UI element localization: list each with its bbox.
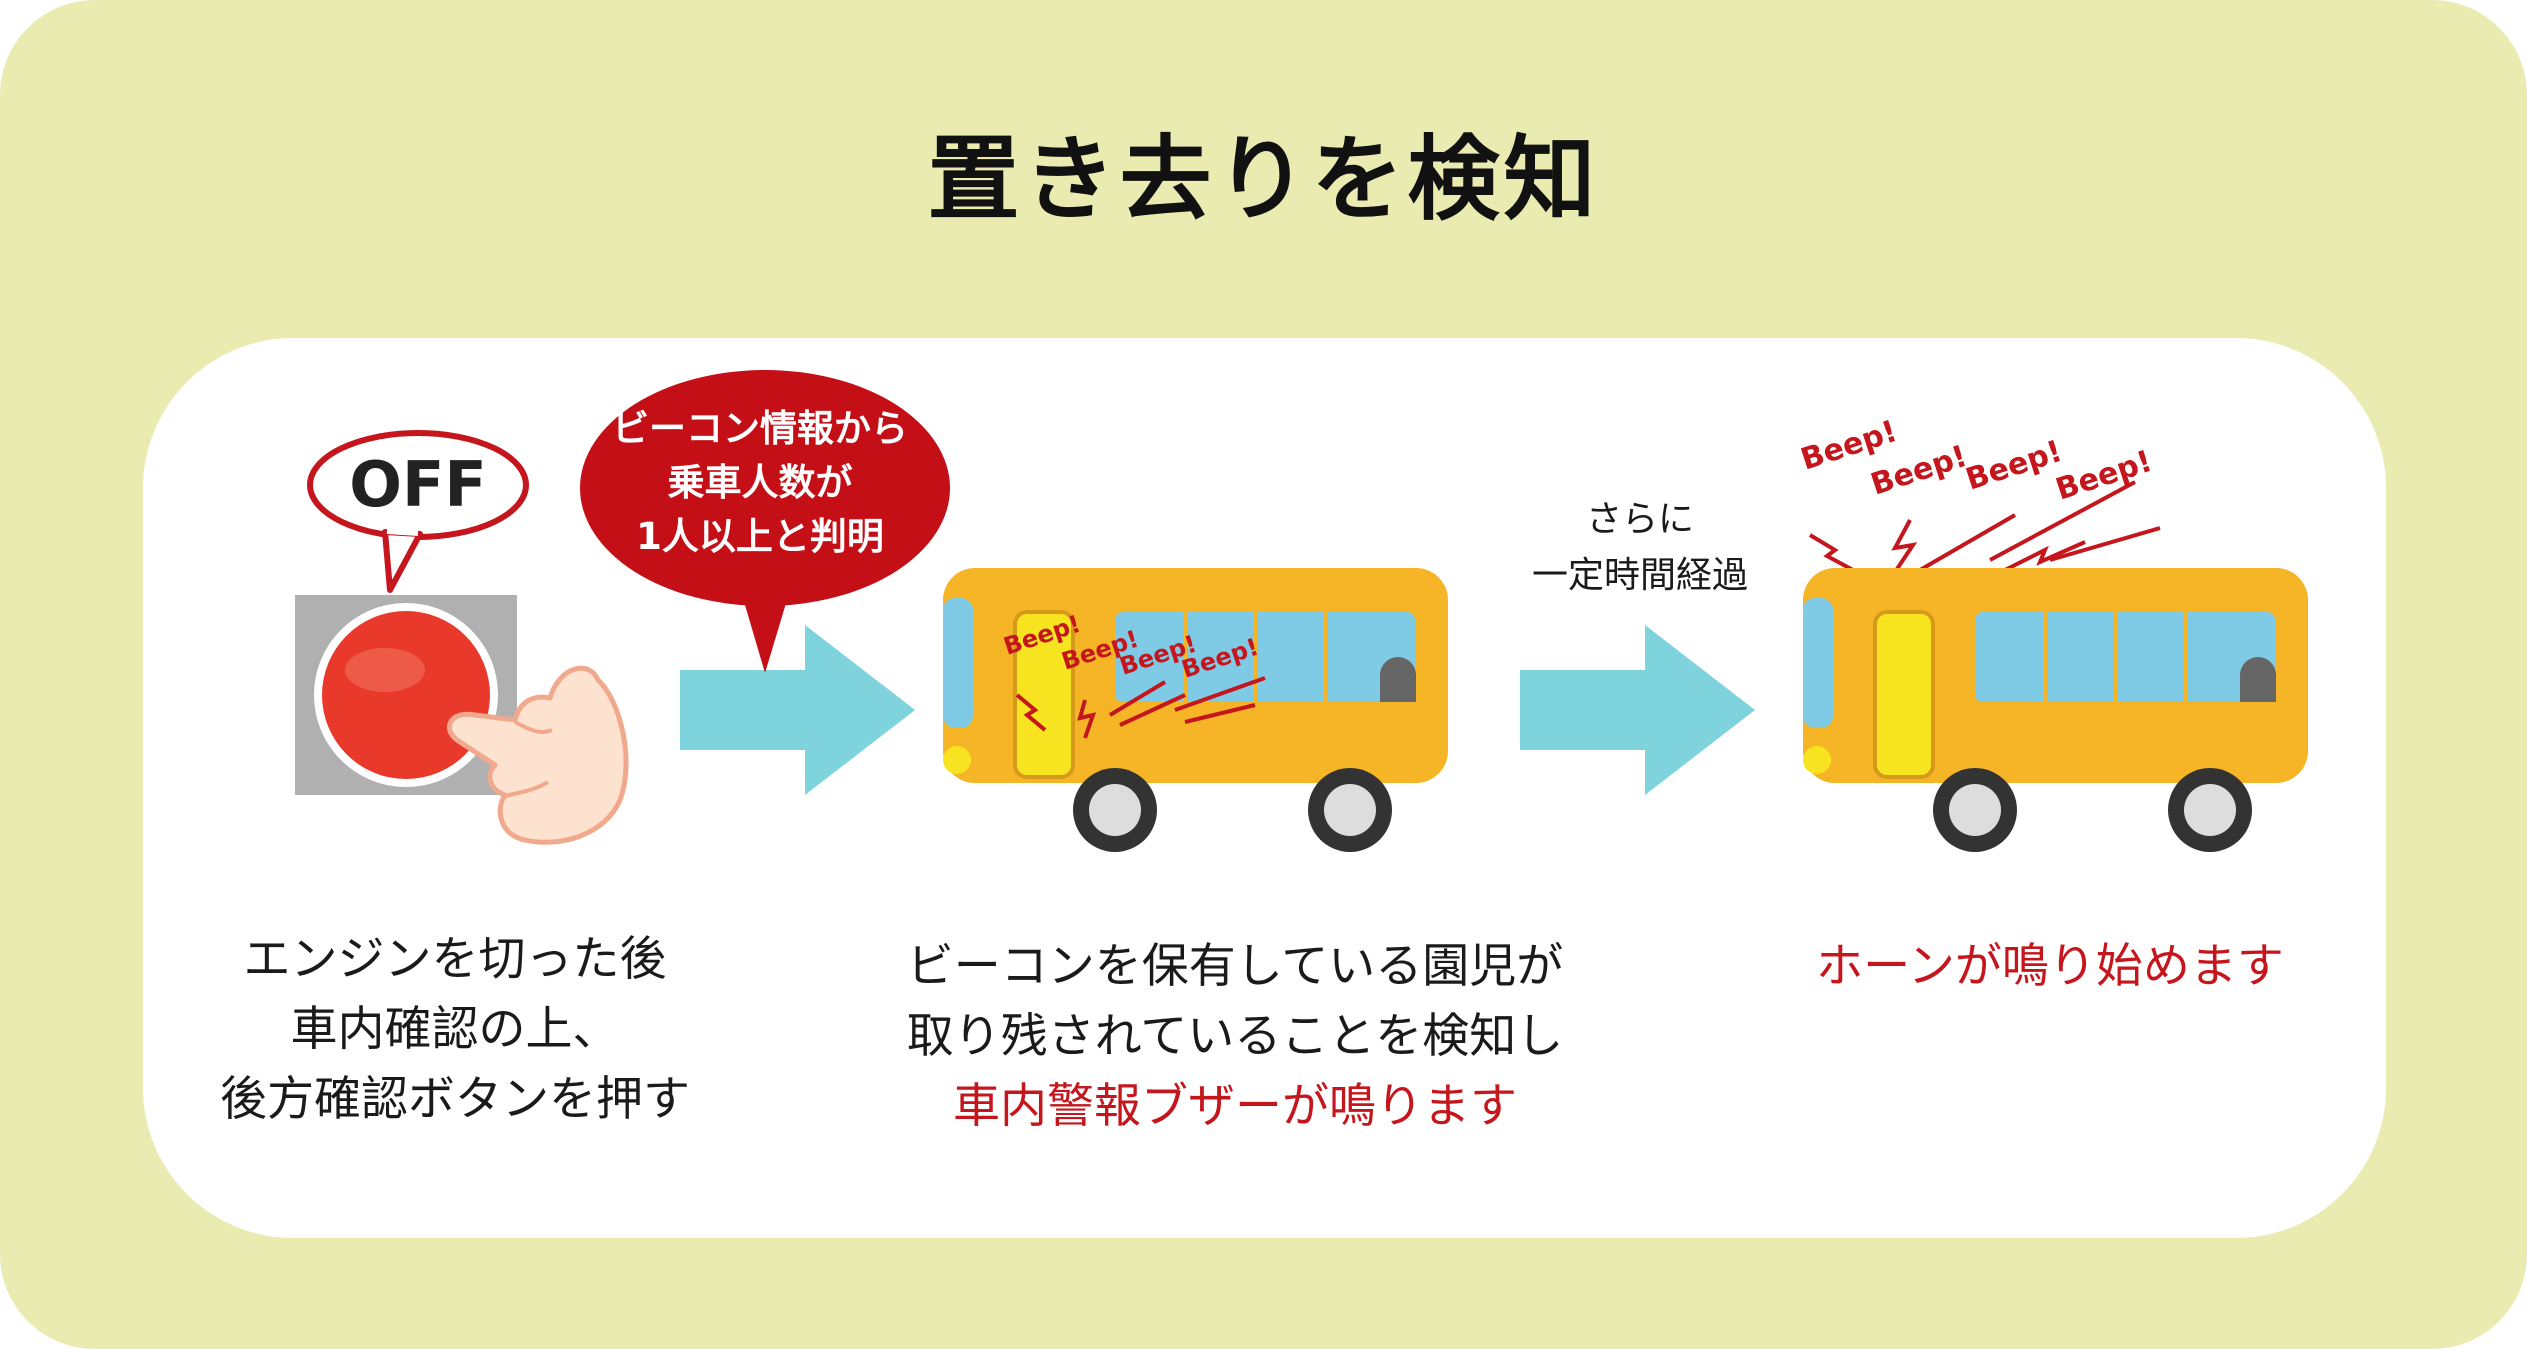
bubble-line: ビーコン情報から [612,407,908,450]
caption-alert-line: 車内警報ブザーが鳴ります [953,1079,1517,1134]
school-bus-icon: Beep! Beep! Beep! Beep! [943,568,1448,852]
beacon-info-text: ビーコン情報から 乗車人数が 1人以上と判明 [570,402,950,564]
off-label: OFF [349,448,486,521]
caption-line: 後方確認ボタンを押す [220,1072,690,1127]
elapse-line: さらに [1585,499,1694,540]
beep-label: Beep! [1962,434,2067,498]
caption-line: 車内確認の上、 [290,1002,620,1057]
caption-line: エンジンを切った後 [243,932,667,987]
caption-line: 取り残されていることを検知し [906,1009,1564,1064]
step3-caption: ホーンが鳴り始めます [1770,932,2330,1002]
off-speech-bubble-icon: OFF [307,430,529,593]
alarm-lines [1808,480,2161,574]
step1-caption: エンジンを切った後 車内確認の上、 後方確認ボタンを押す [185,925,725,1135]
elapse-line: 一定時間経過 [1531,555,1748,596]
right-arrow-icon [1520,625,1755,795]
time-elapsed-label: さらに 一定時間経過 [1500,492,1780,604]
school-bus-icon: Beep! Beep! Beep! Beep! [1797,414,2308,852]
caption-line: ビーコンを保有している園児が [906,939,1564,994]
alarm-lines [1015,676,1266,739]
step2-caption: ビーコンを保有している園児が 取り残されていることを検知し 車内警報ブザーが鳴り… [860,932,1610,1142]
caption-alert-line: ホーンが鳴り始めます [1816,939,2284,994]
pointing-hand-icon [446,665,629,845]
red-push-button-icon [322,611,490,779]
push-button-illustration: OFF [295,430,629,845]
bubble-line: 乗車人数が [667,461,853,504]
right-arrow-icon [680,625,915,795]
bubble-line: 1人以上と判明 [636,515,884,558]
page-title: 置き去りを検知 [927,126,1600,233]
beacon-info-bubble [580,370,950,673]
